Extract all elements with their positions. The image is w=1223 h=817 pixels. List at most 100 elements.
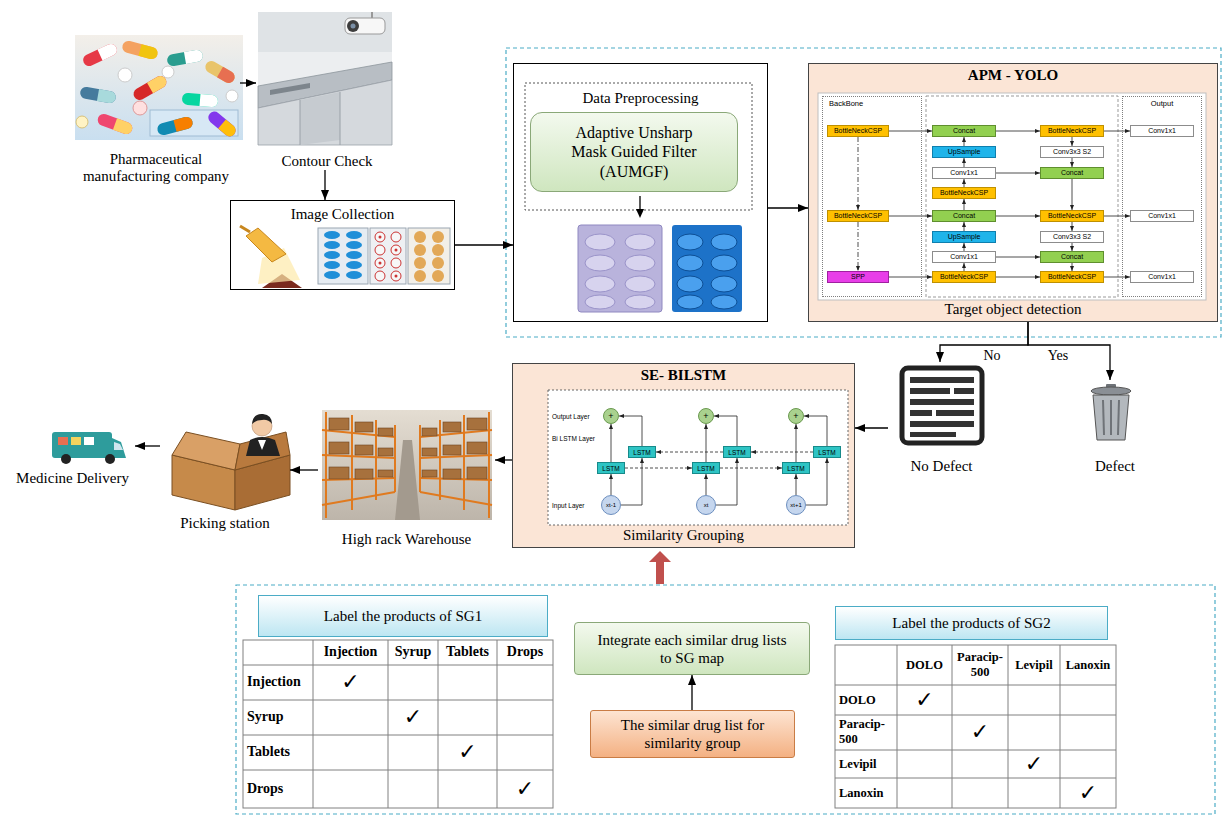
- filter-box: Adaptive Unsharp Mask Guided Filter (AUM…: [530, 112, 738, 192]
- pharma-photo: [203, 59, 237, 85]
- network-arrow: [619, 416, 642, 446]
- photo-caption: Medicine Delivery: [10, 425, 135, 487]
- node-text: LSTM: [787, 464, 804, 473]
- network-arrow: [996, 257, 1040, 258]
- pharma-photo: [156, 116, 194, 137]
- check-mark: ✓: [438, 741, 497, 763]
- process-box: Integrate each similar drug lists to SG …: [574, 622, 810, 675]
- camera-lamp-icon: [240, 226, 250, 232]
- person-icon: [258, 440, 266, 450]
- contour-photo: [340, 92, 341, 145]
- pharma-photo: [138, 44, 158, 60]
- trash-can-icon: [1118, 400, 1119, 435]
- node-text: Defect: [1095, 458, 1135, 475]
- flow-arrow: [455, 244, 513, 245]
- layer-label: Bi LSTM Layer: [552, 435, 600, 442]
- network-arrow: [964, 199, 965, 210]
- pharma-photo: [162, 66, 174, 78]
- check-mark: ✓: [388, 706, 438, 728]
- table-grid: [835, 645, 1116, 808]
- blister-pack-photo: [346, 241, 362, 249]
- pharma-photo: [121, 40, 159, 61]
- panel-fill: [512, 363, 855, 548]
- blister-pack-photo: [375, 232, 385, 242]
- pharma-photo: [75, 35, 243, 140]
- blister-pack-photo: [432, 244, 444, 256]
- blister-pack-photo: [324, 231, 340, 239]
- bottleneck-block: BottleNeckCSP: [827, 125, 889, 137]
- dashed-region: [236, 585, 1215, 814]
- blister-pack-photo: [370, 228, 406, 284]
- delivery-van-icon: [52, 432, 112, 458]
- concat-block: Concat: [1040, 251, 1104, 263]
- table-cell: Tablets: [247, 744, 311, 760]
- flow-arrow: [495, 459, 512, 460]
- filtered-blister-photo: [677, 295, 703, 309]
- contour-photo: [258, 12, 392, 145]
- pharma-photo: [76, 116, 88, 128]
- backbone-region: BackBoneBottleNeckCSPBottleNeckCSPSPP: [822, 96, 922, 297]
- delivery-van-icon: [112, 438, 126, 458]
- table-grid: [243, 735, 553, 736]
- panel-fill: [548, 390, 848, 525]
- table-cell: Injection: [247, 674, 311, 690]
- contour-photo: [351, 24, 356, 29]
- network-arrow: [720, 468, 782, 469]
- bottleneck-block: BottleNeckCSP: [1040, 271, 1104, 283]
- process-box: The similar drug list for similarity gro…: [590, 710, 795, 758]
- pharma-photo: [156, 116, 194, 137]
- warehouse-photo: [439, 420, 441, 500]
- person-icon: [246, 414, 280, 456]
- filtered-blister-photo: [578, 225, 742, 312]
- node-text: Target object detection: [945, 301, 1082, 318]
- network-arrow: [804, 416, 827, 446]
- pharma-photo: [226, 90, 238, 102]
- pharma-photo: [199, 94, 218, 108]
- pharma-photo: [131, 74, 168, 102]
- node-text: LSTM: [818, 448, 835, 457]
- warehouse-photo: [378, 448, 393, 456]
- network-arrow: [656, 452, 723, 453]
- pharma-photo: [206, 109, 238, 139]
- network-arrow: [964, 137, 965, 146]
- blister-pack-photo: [346, 251, 362, 259]
- table-grid: [952, 645, 953, 808]
- contour-photo: [258, 80, 392, 145]
- network-arrow: [964, 158, 965, 167]
- blister-pack-photo: [408, 228, 450, 284]
- pharma-photo: [113, 118, 134, 135]
- node-text: Conv1x1: [1148, 211, 1176, 221]
- node-text: Conv3x3 S2: [1053, 232, 1091, 242]
- blister-pack-photo: [324, 241, 340, 249]
- filtered-blister-photo: [711, 295, 737, 309]
- table-grid: [1060, 645, 1061, 808]
- node-text: Concat: [1061, 252, 1083, 262]
- contour-photo: [347, 20, 359, 32]
- check-mark: ✓: [1008, 753, 1060, 775]
- table-grid: [243, 665, 553, 666]
- blister-pack-photo: [346, 271, 362, 279]
- pharma-photo: [217, 67, 237, 85]
- trash-can-icon: [1103, 400, 1104, 435]
- filtered-blister-photo: [677, 255, 703, 271]
- panel-fill: [926, 96, 1118, 297]
- input-node: xt+1: [786, 495, 806, 515]
- table-cell: Injection: [313, 644, 388, 660]
- table-cell: Drops: [247, 781, 311, 797]
- pharma-photo: [79, 86, 117, 104]
- blister-pack-photo: [414, 244, 426, 256]
- node-text: BottleNeckCSP: [940, 188, 988, 198]
- result-caption: No Defect: [888, 362, 995, 475]
- grate-icon: [910, 410, 932, 416]
- warehouse-photo: [329, 442, 349, 454]
- network-arrow: [706, 474, 707, 495]
- table-cell: Paracip-500: [839, 717, 895, 747]
- node-text: High rack Warehouse: [342, 531, 471, 548]
- filtered-blister-photo: [677, 276, 703, 292]
- node-text: +: [703, 412, 708, 420]
- node-text: Similarity Grouping: [623, 527, 744, 544]
- trash-can-icon: [1093, 395, 1129, 440]
- panel-fill: [808, 63, 1218, 322]
- pharma-photo: [133, 101, 147, 115]
- blister-pack-photo: [391, 271, 401, 281]
